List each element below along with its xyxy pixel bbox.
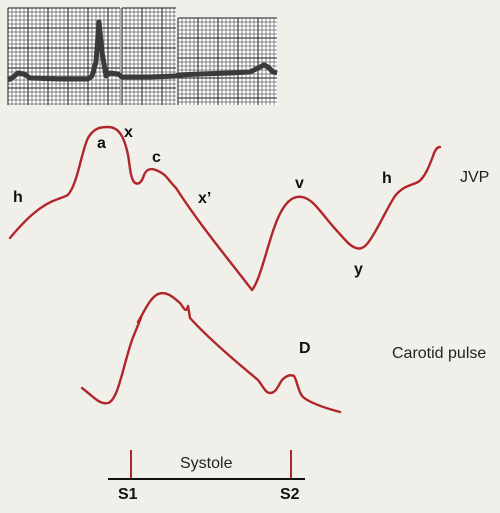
carotid-caption: Carotid pulse	[392, 345, 486, 362]
jvp-label-x-prime: x’	[198, 190, 211, 207]
jvp-label-c: c	[152, 149, 161, 166]
s1-label: S1	[118, 486, 138, 503]
jvp-caption: JVP	[460, 169, 489, 186]
jvp-waveform	[8, 125, 442, 292]
jvp-label-a: a	[97, 135, 106, 152]
ecg-grid	[7, 7, 277, 105]
ecg-strip	[6, 7, 278, 105]
jvp-label-h-left: h	[13, 189, 23, 206]
jvp-label-x: x	[124, 124, 133, 141]
jvp-label-v: v	[295, 175, 304, 192]
s2-label: S2	[280, 486, 300, 503]
jvp-label-y: y	[354, 261, 363, 278]
ecg-panel-3	[178, 18, 277, 105]
jvp-label-h-right: h	[382, 170, 392, 187]
carotid-label-d: D	[299, 340, 311, 357]
systole-timeline: Systole S1 S2	[108, 450, 305, 503]
carotid-pulse-waveform	[80, 291, 342, 414]
ecg-trace	[6, 19, 278, 83]
systole-label: Systole	[180, 455, 233, 472]
